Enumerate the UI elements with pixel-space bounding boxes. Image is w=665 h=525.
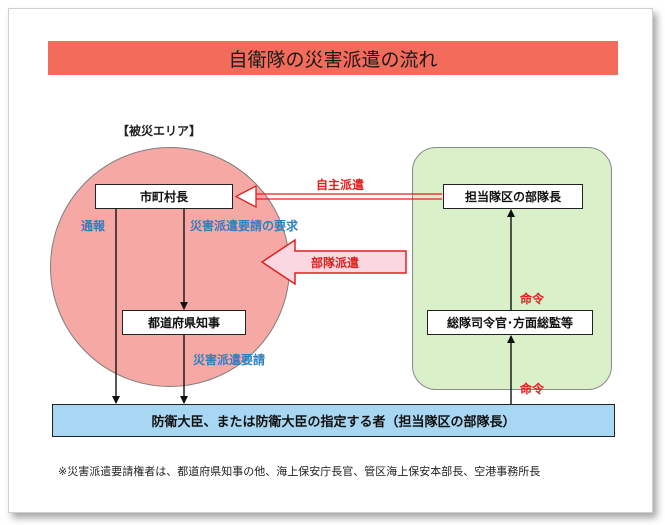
footnote: ※災害派遣要請権者は、都道府県知事の他、海上保安庁長官、管区海上保安本部長、空港… — [58, 465, 541, 478]
general-box: 総隊司令官･方面総監等 — [427, 310, 593, 335]
page-title: 自衛隊の災害派遣の流れ — [48, 41, 618, 75]
minister-bar: 防衛大臣、または防衛大臣の指定する者（担当隊区の部隊長） — [52, 404, 615, 437]
disaster-area-label: 【被災エリア】 — [117, 124, 202, 138]
unit-dispatch-arrow — [260, 238, 407, 286]
mayor-box: 市町村長 — [95, 184, 233, 209]
request-demand-label: 災害派遣要請の要求 — [190, 219, 299, 233]
unit-dispatch-label: 部隊派遣 — [311, 256, 360, 270]
district-commander-box: 担当隊区の部隊長 — [443, 184, 583, 209]
voluntary-dispatch-arrow — [234, 184, 442, 209]
governor-box: 都道府県知事 — [122, 310, 246, 335]
order-upper-label: 命令 — [520, 292, 545, 306]
order-lower-label: 命令 — [520, 382, 545, 396]
voluntary-dispatch-label: 自主派遣 — [316, 178, 365, 192]
report-label: 通報 — [81, 219, 106, 233]
dispatch-request-label: 災害派遣要請 — [193, 353, 266, 367]
